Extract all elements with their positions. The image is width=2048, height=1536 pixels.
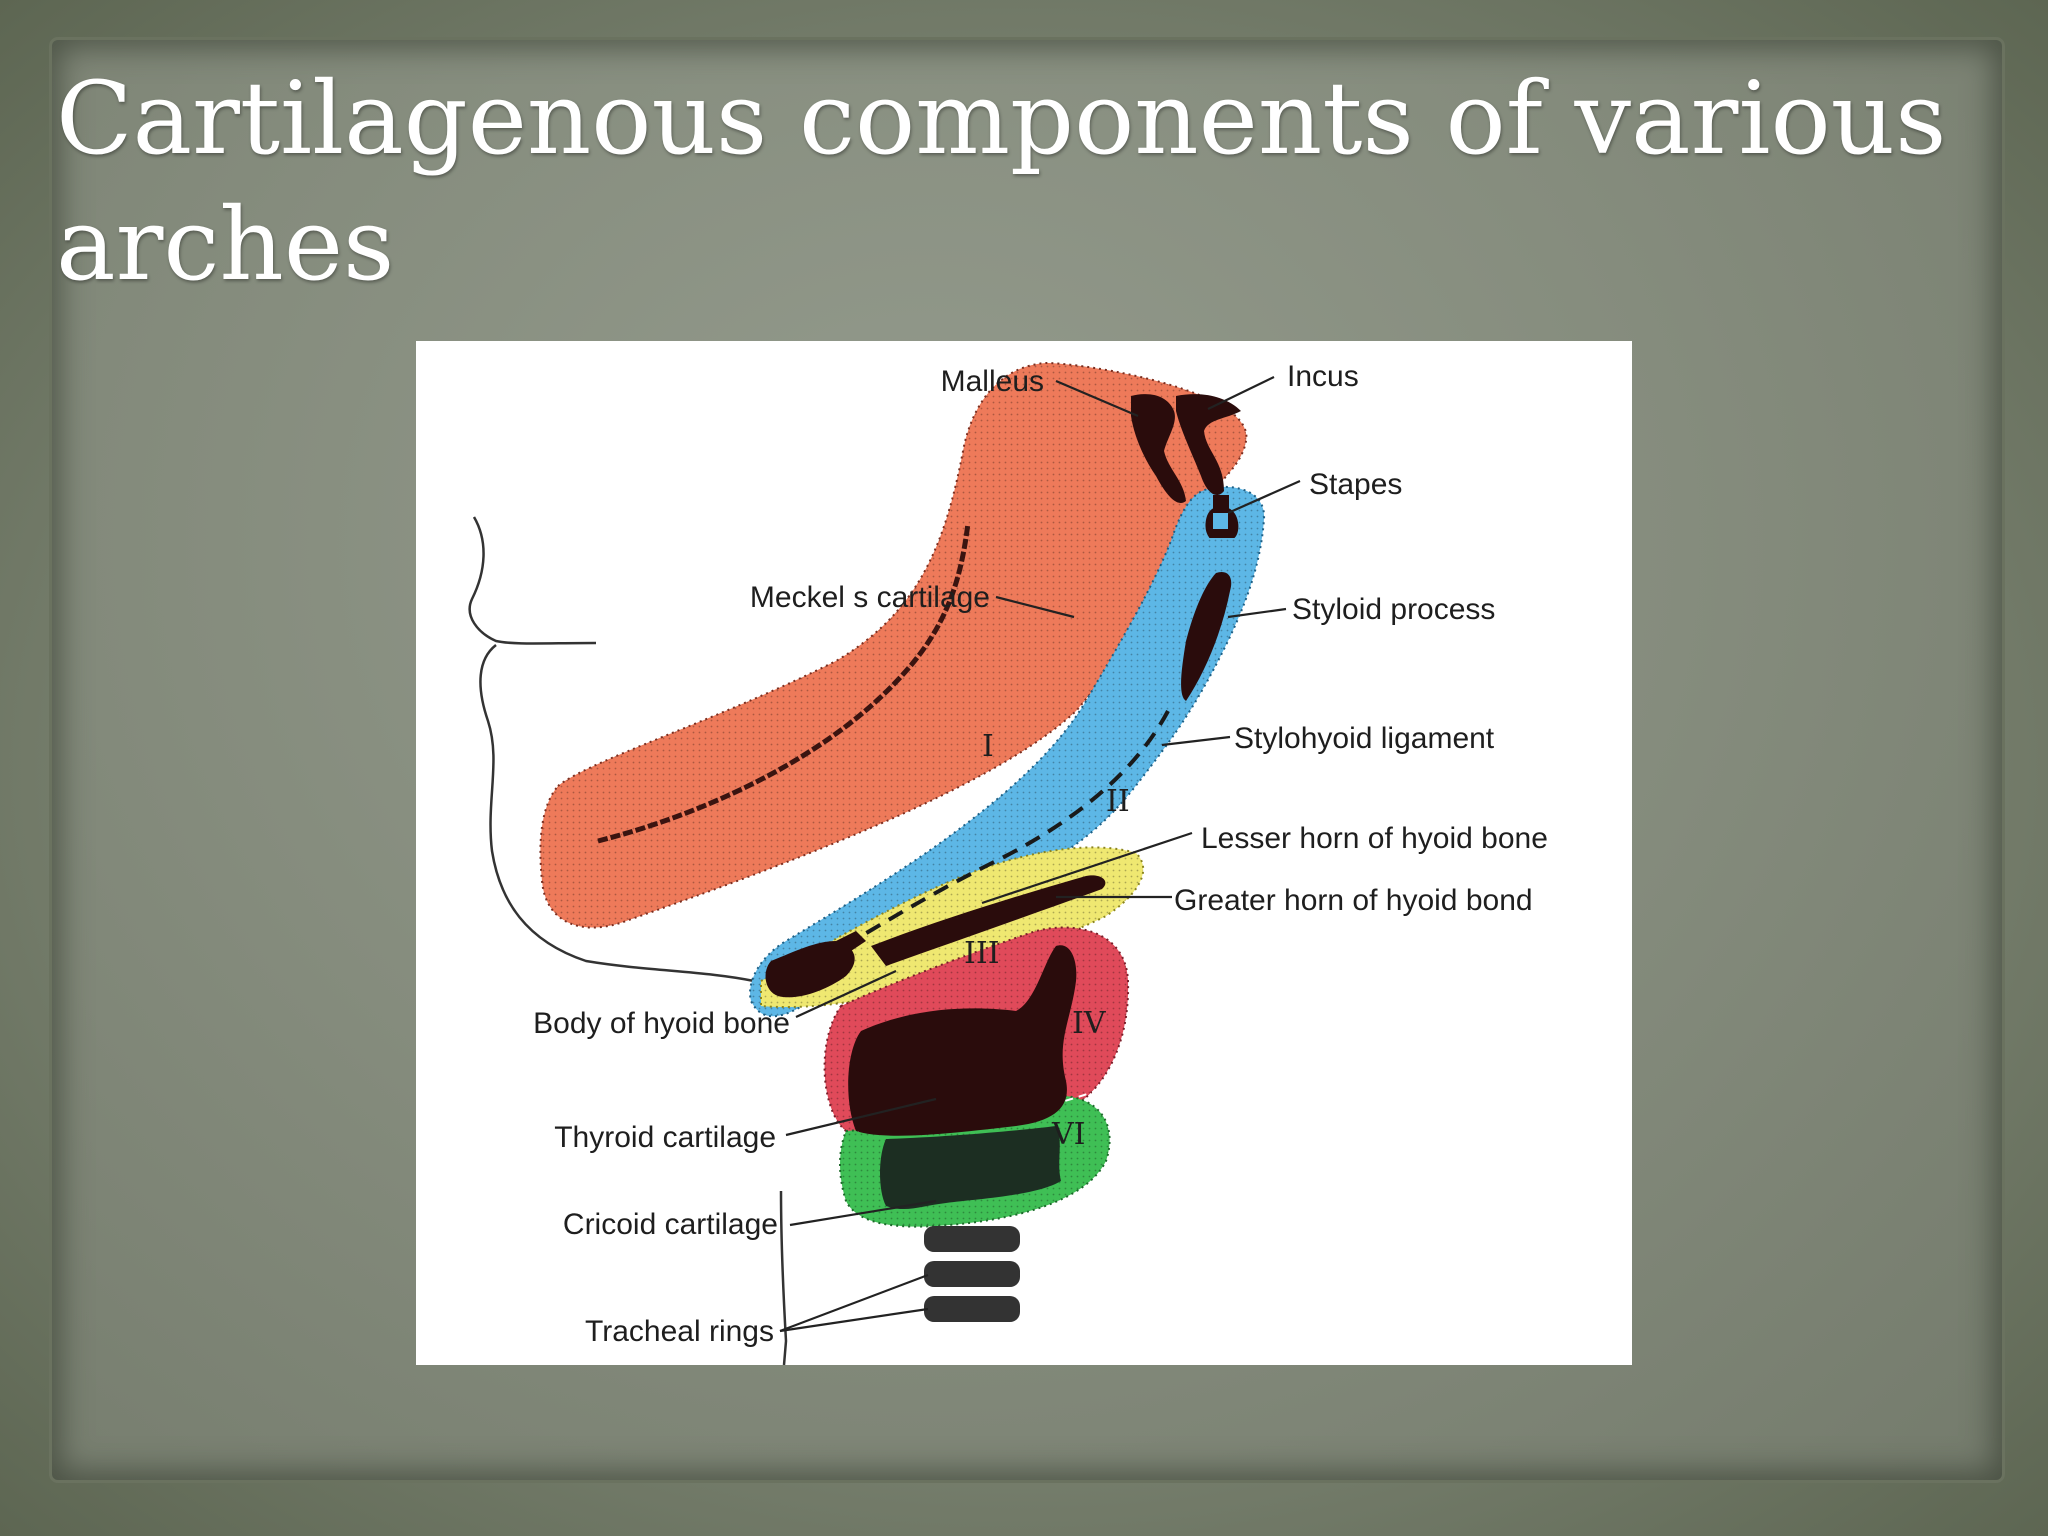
leader-lines xyxy=(779,376,1301,1333)
arch-cartilage-diagram: Malleus Incus Stapes Meckel s cartilage … xyxy=(416,341,1632,1365)
lesser-horn-shape xyxy=(836,931,866,953)
label-malleus: Malleus xyxy=(941,365,1044,398)
cricoid-cartilage-shape xyxy=(880,1126,1061,1210)
stapes-gap xyxy=(1213,513,1228,529)
thyroid-cartilage-shape xyxy=(848,945,1077,1136)
tracheal-ring-2 xyxy=(924,1261,1020,1287)
label-styloid-process: Styloid process xyxy=(1292,593,1495,626)
label-meckels-cartilage: Meckel s cartilage xyxy=(750,581,990,614)
neck-outline xyxy=(779,1190,788,1365)
face-profile-outline xyxy=(468,516,755,983)
slide-title: Cartilagenous components of various arch… xyxy=(56,60,1947,303)
label-stylohyoid-ligament: Stylohyoid ligament xyxy=(1234,722,1495,755)
label-thyroid-cartilage: Thyroid cartilage xyxy=(554,1121,776,1154)
arch1-numeral: I xyxy=(982,729,994,764)
label-lesser-horn: Lesser horn of hyoid bone xyxy=(1201,822,1548,855)
label-body-of-hyoid: Body of hyoid bone xyxy=(533,1007,790,1040)
hyoid-body-shape xyxy=(765,941,855,998)
arch4-numeral: IV xyxy=(1072,1006,1107,1041)
arch2-numeral: II xyxy=(1106,784,1130,819)
incus-shape xyxy=(1176,394,1241,496)
meckels-cartilage-rod xyxy=(597,522,971,844)
tracheal-ring-3 xyxy=(924,1296,1020,1322)
tracheal-ring-1 xyxy=(924,1226,1020,1252)
label-incus: Incus xyxy=(1287,360,1359,393)
arch3-numeral: III xyxy=(964,936,1000,971)
label-tracheal-rings: Tracheal rings xyxy=(585,1315,774,1348)
arch6-numeral: VI xyxy=(1051,1117,1086,1152)
label-stapes: Stapes xyxy=(1309,468,1402,501)
malleus-shape xyxy=(1131,394,1186,503)
label-greater-horn: Greater horn of hyoid bond xyxy=(1174,884,1533,917)
diagram-canvas: Malleus Incus Stapes Meckel s cartilage … xyxy=(468,360,1548,1365)
label-cricoid-cartilage: Cricoid cartilage xyxy=(563,1208,778,1241)
greater-horn-shape xyxy=(871,875,1106,966)
styloid-process-shape xyxy=(1181,571,1232,701)
